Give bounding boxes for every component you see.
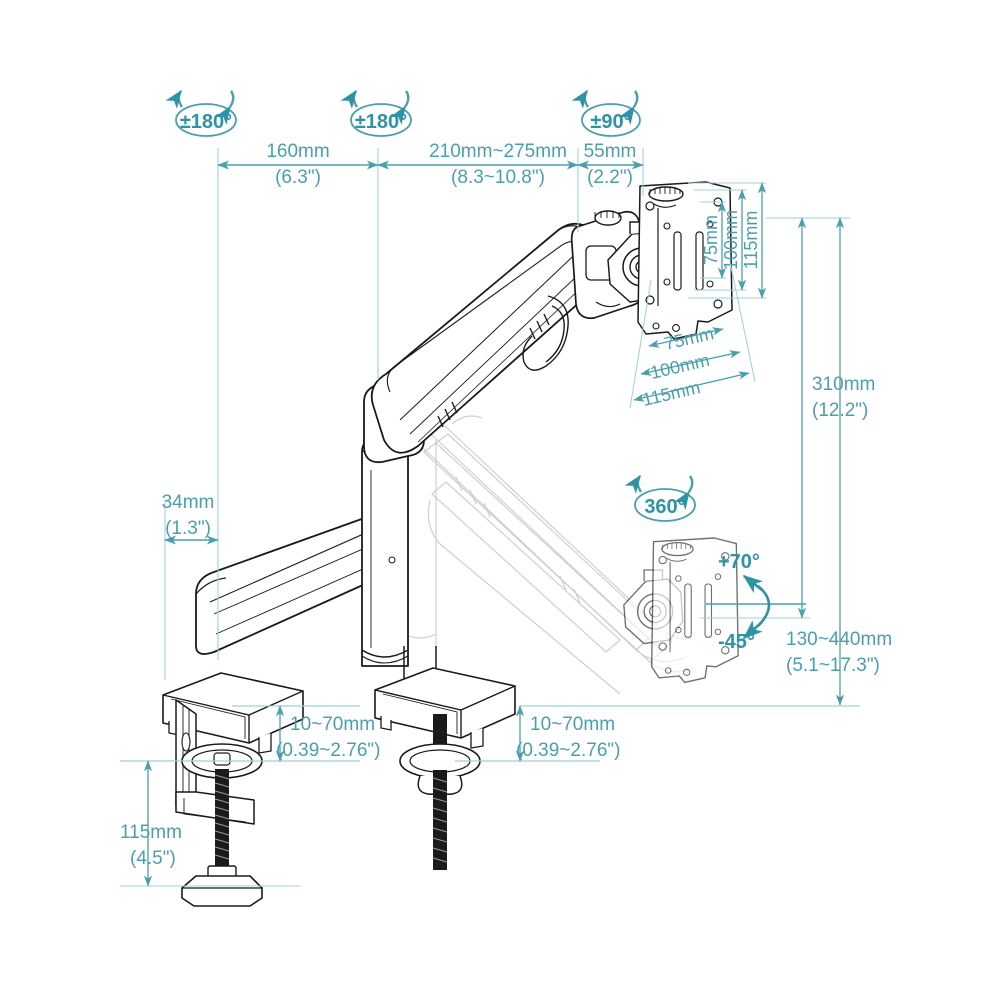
badge-arrow-left-icon: [165, 89, 184, 109]
dim-clamp-thickness-metric: 10~70mm: [290, 714, 375, 735]
tilt-down-arrow-icon: [742, 620, 763, 640]
cable-clip: [522, 295, 569, 371]
dim-vesa-115-vertical: 115mm: [741, 211, 761, 270]
badge-vesa-rotation: 360°: [624, 474, 696, 522]
left-offset-dimension: 34mm (1.3"): [162, 492, 219, 680]
dim-310mm-metric: 310mm: [812, 374, 875, 395]
dim-115mm-imperial: (4.5"): [130, 848, 176, 869]
tilt-up-label: +70°: [718, 551, 760, 573]
dim-line-vesa-115-h: [633, 371, 750, 402]
dim-vesa-75-vertical: 75mm: [701, 215, 721, 265]
dim-grommet-thickness-imperial: (0.39~2.76"): [516, 740, 620, 761]
dim-clamp-thickness-imperial: (0.39~2.76"): [276, 740, 380, 761]
tilt-angle-indicator: +70° -45°: [706, 551, 806, 653]
badge-arrow-left-icon: [571, 89, 590, 109]
desk-reference-lines: [120, 705, 860, 762]
dim-34mm-imperial: (1.3"): [165, 518, 211, 539]
dim-160mm-metric: 160mm: [266, 141, 329, 162]
badge-base-rotation-label: ±180°: [180, 111, 232, 133]
tilt-up-arrow-icon: [742, 574, 763, 594]
vesa-vertical-dimensions: 75mm 100mm 115mm: [688, 182, 767, 299]
dim-line-vesa-100-h: [640, 350, 741, 376]
badge-arrow-right-icon: [389, 90, 410, 125]
dim-grommet-thickness-metric: 10~70mm: [530, 714, 615, 735]
upper-gas-spring-arm: [370, 222, 610, 454]
dim-115mm-metric: 115mm: [120, 822, 182, 843]
badge-arrow-right-icon: [618, 90, 639, 125]
grommet-base-assembly: [374, 646, 516, 870]
dimension-annotations: 160mm (6.3") 210mm~275mm (8.3~10.8") 55m…: [120, 141, 892, 887]
dim-160mm-imperial: (6.3"): [275, 167, 321, 188]
badge-vesa-rotation-label: 360°: [644, 496, 685, 518]
dim-210-275mm-metric: 210mm~275mm: [429, 141, 567, 162]
bottom-clamp-depth-dimension: 115mm (4.5"): [120, 760, 300, 887]
top-dimension-chain: 160mm (6.3") 210mm~275mm (8.3~10.8") 55m…: [217, 141, 644, 188]
dim-310mm-imperial: (12.2"): [812, 400, 868, 421]
badge-arrow-left-icon: [340, 89, 359, 109]
clamp-thickness-dimensions: 10~70mm (0.39~2.76") 10~70mm (0.39~2.76"…: [275, 705, 620, 762]
badge-elbow-rotation-label: ±180°: [355, 111, 407, 133]
dim-line-vesa-75-h: [648, 327, 724, 348]
badge-arrow-right-icon: [673, 475, 694, 510]
badge-arrow-right-icon: [214, 90, 235, 125]
badge-elbow-rotation: ±180°: [340, 89, 412, 137]
dim-210-275mm-imperial: (8.3~10.8"): [451, 167, 545, 188]
rotation-badges: ±180° ±180° ±90° 360°: [165, 89, 696, 522]
badge-wrist-rotation: ±90°: [571, 89, 641, 137]
dim-55mm-imperial: (2.2"): [587, 167, 633, 188]
badge-arrow-left-icon: [624, 474, 643, 494]
badge-wrist-rotation-label: ±90°: [590, 111, 631, 133]
badge-base-rotation: ±180°: [165, 89, 237, 137]
riser-column: [361, 437, 409, 667]
dim-vesa-100-vertical: 100mm: [721, 210, 741, 270]
dim-130-440mm-imperial: (5.1~17.3"): [786, 655, 880, 676]
dim-34mm-metric: 34mm: [162, 492, 215, 513]
dim-130-440mm-metric: 130~440mm: [786, 629, 892, 650]
dim-55mm-metric: 55mm: [584, 141, 637, 162]
right-vertical-dimensions: 310mm (12.2") 130~440mm (5.1~17.3"): [700, 217, 892, 706]
tilt-down-label: -45°: [718, 631, 755, 653]
vesa-horizontal-dimensions: 75mm 100mm 115mm: [629, 261, 756, 410]
